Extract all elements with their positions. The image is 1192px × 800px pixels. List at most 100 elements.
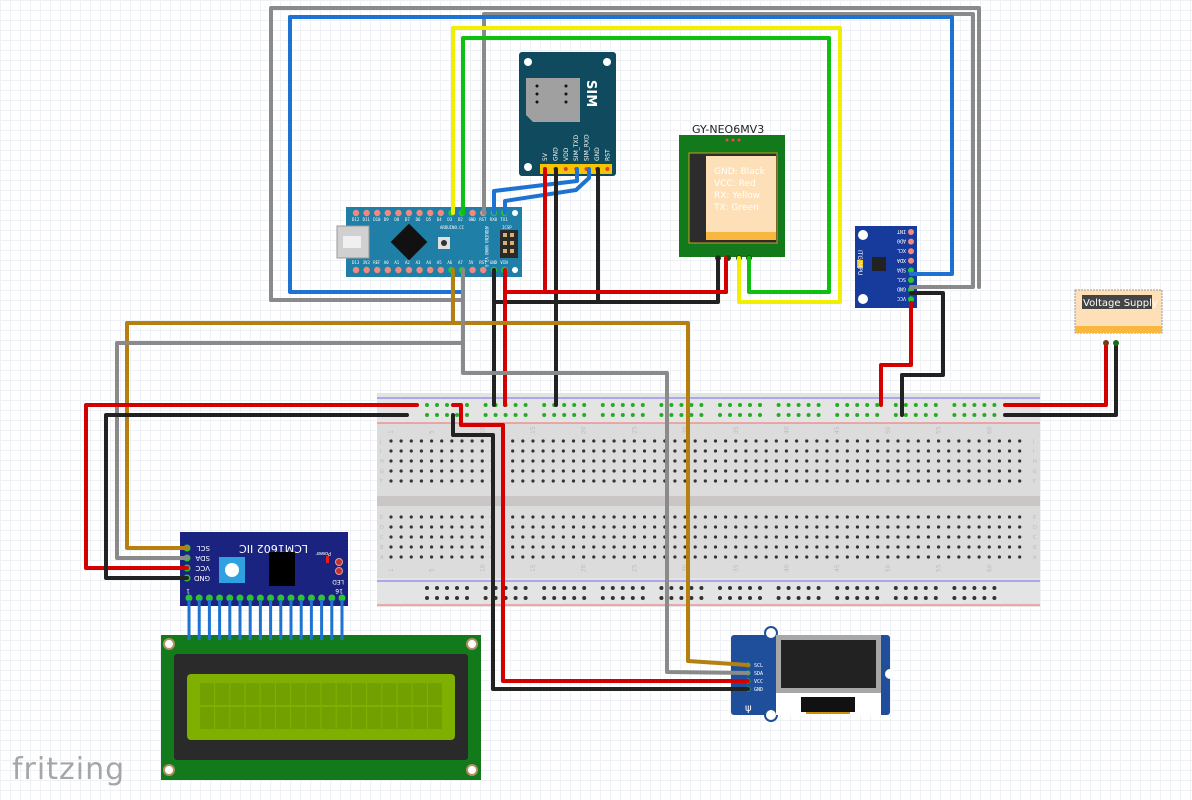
rail-hole[interactable]: [503, 413, 508, 417]
breadboard-hole[interactable]: [855, 449, 860, 453]
breadboard-hole[interactable]: [612, 515, 616, 519]
breadboard-hole[interactable]: [805, 459, 809, 463]
wire-red-supply[interactable]: [1003, 341, 1108, 407]
breadboard-hole[interactable]: [531, 515, 535, 519]
breadboard-hole[interactable]: [399, 545, 403, 549]
breadboard-hole[interactable]: [683, 449, 687, 453]
breadboard-hole[interactable]: [713, 555, 718, 559]
breadboard-hole[interactable]: [653, 525, 657, 529]
breadboard-hole[interactable]: [744, 469, 748, 473]
breadboard-hole[interactable]: [521, 525, 525, 529]
breadboard-hole[interactable]: [906, 555, 910, 559]
rail-hole[interactable]: [562, 596, 567, 600]
breadboard-hole[interactable]: [531, 449, 535, 453]
breadboard-hole[interactable]: [784, 515, 789, 519]
breadboard-hole[interactable]: [592, 525, 596, 529]
arduino-pin-ref[interactable]: [374, 266, 381, 274]
breadboard-hole[interactable]: [754, 555, 758, 559]
rail-hole[interactable]: [679, 413, 684, 417]
breadboard-hole[interactable]: [795, 555, 799, 559]
rail-hole[interactable]: [982, 596, 987, 600]
rail-hole[interactable]: [425, 596, 429, 600]
breadboard-hole[interactable]: [480, 479, 484, 483]
arduino-pin-gnd[interactable]: [469, 209, 476, 217]
breadboard-hole[interactable]: [876, 525, 880, 529]
breadboard-hole[interactable]: [470, 545, 474, 549]
mpu-pin-int[interactable]: [908, 229, 914, 235]
breadboard-hole[interactable]: [653, 469, 657, 473]
breadboard-hole[interactable]: [1018, 459, 1022, 463]
breadboard-hole[interactable]: [541, 469, 545, 473]
breadboard-hole[interactable]: [977, 459, 981, 463]
breadboard-hole[interactable]: [835, 525, 839, 529]
rail-hole[interactable]: [748, 596, 752, 600]
rail-hole[interactable]: [669, 413, 674, 417]
rail-hole[interactable]: [738, 596, 742, 600]
breadboard-hole[interactable]: [642, 535, 647, 539]
rail-hole[interactable]: [776, 413, 781, 417]
arduino-pin-d9[interactable]: [384, 209, 391, 217]
breadboard-hole[interactable]: [571, 439, 576, 443]
breadboard-hole[interactable]: [622, 479, 626, 483]
breadboard-hole[interactable]: [602, 449, 606, 453]
breadboard-hole[interactable]: [693, 525, 697, 529]
breadboard-hole[interactable]: [1007, 515, 1012, 519]
breadboard-hole[interactable]: [865, 555, 870, 559]
breadboard-hole[interactable]: [653, 545, 657, 549]
breadboard-hole[interactable]: [703, 535, 707, 539]
breadboard-hole[interactable]: [987, 545, 991, 549]
rail-hole[interactable]: [893, 403, 898, 407]
breadboard-hole[interactable]: [977, 515, 981, 519]
wire-yellow-gps-rx[interactable]: [451, 26, 842, 304]
breadboard-hole[interactable]: [653, 555, 657, 559]
breadboard-hole[interactable]: [997, 479, 1002, 483]
breadboard-hole[interactable]: [642, 459, 647, 463]
breadboard-hole[interactable]: [825, 469, 829, 473]
breadboard-hole[interactable]: [713, 515, 718, 519]
supply-terminal[interactable]: [1113, 340, 1119, 346]
breadboard-hole[interactable]: [936, 449, 941, 453]
rail-hole[interactable]: [748, 403, 752, 407]
breadboard-hole[interactable]: [997, 469, 1002, 473]
breadboard-hole[interactable]: [582, 449, 586, 453]
breadboard-hole[interactable]: [947, 545, 951, 549]
breadboard-hole[interactable]: [774, 439, 778, 443]
breadboard-hole[interactable]: [551, 449, 555, 453]
rail-hole[interactable]: [445, 586, 449, 590]
breadboard-hole[interactable]: [754, 449, 758, 453]
breadboard-hole[interactable]: [855, 525, 860, 529]
breadboard-hole[interactable]: [602, 555, 606, 559]
breadboard-hole[interactable]: [926, 525, 931, 529]
breadboard-hole[interactable]: [825, 449, 829, 453]
breadboard-hole[interactable]: [957, 469, 961, 473]
breadboard-hole[interactable]: [541, 545, 545, 549]
breadboard-hole[interactable]: [845, 449, 849, 453]
breadboard-hole[interactable]: [419, 525, 424, 529]
arduino-pin-5v[interactable]: [469, 266, 476, 274]
rail-hole[interactable]: [913, 413, 918, 417]
rail-hole[interactable]: [903, 586, 908, 590]
breadboard-hole[interactable]: [511, 555, 515, 559]
breadboard-hole[interactable]: [440, 479, 444, 483]
breadboard-hole[interactable]: [896, 459, 900, 463]
breadboard-hole[interactable]: [936, 555, 941, 559]
breadboard-hole[interactable]: [571, 469, 576, 473]
breadboard-hole[interactable]: [1018, 449, 1022, 453]
breadboard-hole[interactable]: [845, 525, 849, 529]
breadboard-hole[interactable]: [886, 515, 890, 519]
breadboard-hole[interactable]: [551, 535, 555, 539]
breadboard-hole[interactable]: [926, 469, 931, 473]
rail-hole[interactable]: [610, 586, 615, 590]
breadboard-hole[interactable]: [795, 459, 799, 463]
rail-hole[interactable]: [758, 586, 762, 590]
mpu-pin-scl[interactable]: [908, 277, 914, 283]
breadboard-hole[interactable]: [571, 525, 576, 529]
breadboard-hole[interactable]: [977, 449, 981, 453]
breadboard-hole[interactable]: [480, 459, 484, 463]
breadboard-hole[interactable]: [693, 545, 697, 549]
breadboard-hole[interactable]: [561, 479, 565, 483]
breadboard-hole[interactable]: [1007, 479, 1012, 483]
rail-hole[interactable]: [728, 403, 732, 407]
breadboard-hole[interactable]: [582, 459, 586, 463]
